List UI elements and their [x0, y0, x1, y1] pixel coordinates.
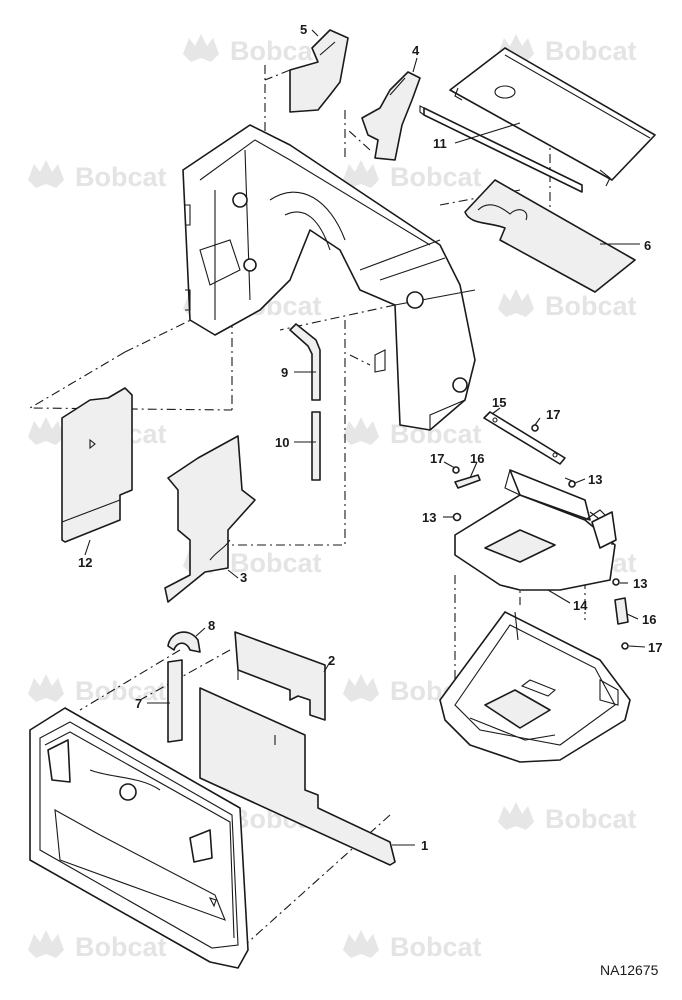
callout-6: 6	[644, 238, 651, 253]
part-16-bracket-lower	[614, 597, 629, 625]
watermark-9: Bobcat	[183, 546, 322, 578]
callout-10: 10	[275, 435, 289, 450]
callout-16-lower: 16	[642, 612, 656, 627]
part-15-strap	[483, 411, 566, 465]
watermark-11: Bobcat	[28, 674, 167, 706]
watermark-text: Bobcat	[390, 932, 482, 962]
part-8-cap	[167, 631, 201, 653]
callout-3: 3	[240, 570, 247, 585]
part-13-nut-left	[452, 512, 462, 522]
watermark-3: Bobcat	[28, 160, 167, 192]
callout-9: 9	[281, 365, 288, 380]
callout-1: 1	[421, 838, 428, 853]
watermark-14: Bobcat	[498, 802, 637, 834]
callout-7: 7	[135, 696, 142, 711]
watermark-text: Bobcat	[75, 676, 167, 706]
part-16-plate-upper	[454, 474, 481, 489]
part-5-bracket	[289, 29, 349, 113]
leader-lines	[84, 29, 646, 846]
callout-11: 11	[433, 136, 447, 151]
part-10-strip	[311, 411, 321, 481]
watermark-text: Bobcat	[390, 162, 482, 192]
callout-16-upper: 16	[470, 451, 484, 466]
floor-tub	[439, 611, 631, 763]
part-13-nut-right-upper	[568, 480, 576, 488]
callout-labels: 5 4 11 6 9 10 12 3 8 7 2 1 15 17 17 16 1…	[78, 22, 662, 853]
callout-5: 5	[300, 22, 307, 37]
callout-12: 12	[78, 555, 92, 570]
callout-13-upper-right: 13	[588, 472, 602, 487]
watermark-text: Bobcat	[75, 162, 167, 192]
watermark-15: Bobcat	[28, 930, 167, 962]
callout-15: 15	[492, 395, 506, 410]
cab-frame	[182, 124, 476, 431]
watermark-text: Bobcat	[75, 932, 167, 962]
top-cover-panel	[449, 47, 656, 187]
part-14-tray	[454, 469, 616, 591]
part-17-screw-lower	[621, 642, 629, 650]
watermark-text: Bobcat	[230, 36, 322, 66]
callout-17-upper-left: 17	[430, 451, 444, 466]
watermark-6: Bobcat	[498, 289, 637, 321]
callout-13-lower-right: 13	[633, 576, 647, 591]
part-6-mat	[464, 179, 636, 293]
part-11-bar	[419, 105, 583, 193]
watermark-text: Bobcat	[545, 804, 637, 834]
callout-17-lower: 17	[648, 640, 662, 655]
part-7-strip	[167, 659, 183, 743]
part-9-strip	[289, 323, 321, 401]
callout-2: 2	[328, 653, 335, 668]
watermark-text: Bobcat	[230, 548, 322, 578]
callout-17-upper-right: 17	[546, 407, 560, 422]
callout-13-left: 13	[422, 510, 436, 525]
watermark-1: Bobcat	[183, 34, 322, 66]
part-2-foam-panel	[234, 631, 326, 721]
part-13-nut-right-lower	[612, 578, 620, 586]
part-1-foam-panel	[199, 687, 396, 866]
watermark-text: Bobcat	[545, 36, 637, 66]
document-id: NA12675	[600, 962, 659, 978]
front-door-panel	[29, 707, 249, 969]
part-17-screw-upper-right	[531, 424, 539, 432]
watermark-2: Bobcat	[498, 34, 637, 66]
part-3-panel	[164, 435, 256, 603]
part-17-screw-upper-left	[452, 466, 460, 474]
callout-14: 14	[573, 598, 588, 613]
callout-8: 8	[208, 618, 215, 633]
watermark-text: Bobcat	[545, 291, 637, 321]
watermark-16: Bobcat	[343, 930, 482, 962]
part-12-panel	[61, 387, 133, 543]
small-bracket-right	[591, 511, 617, 549]
part-4-bracket	[361, 71, 421, 161]
callout-4: 4	[412, 43, 420, 58]
watermark-4: Bobcat	[343, 160, 482, 192]
